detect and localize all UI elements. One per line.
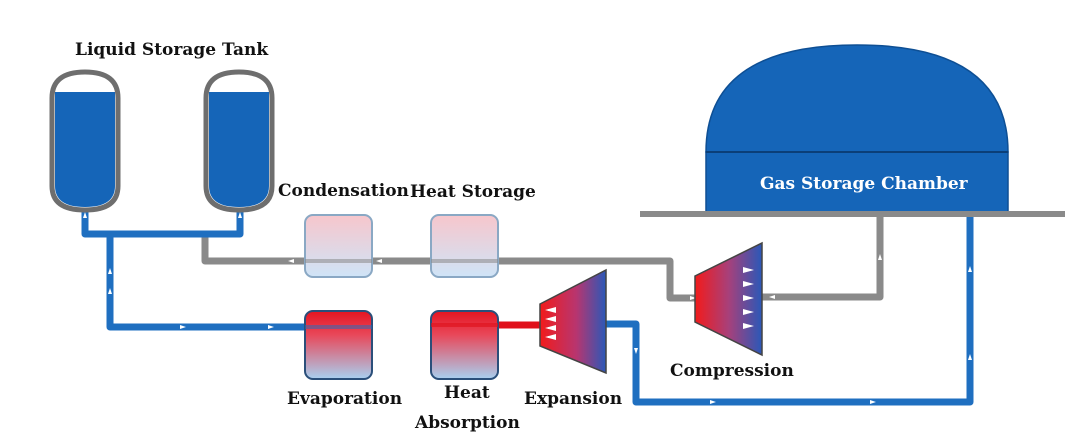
heat-absorption-label-line2: Absorption [415,413,520,433]
gray-pipes [201,215,884,302]
expansion-turbine [539,268,607,375]
heat-absorption-block [430,310,499,380]
condenser-block [304,214,373,278]
compression-label: Compression [670,361,794,381]
heat-absorption-label-line1: Heat [444,383,490,403]
blue-pipes [81,210,974,406]
condensation-label: Condensation [278,181,409,201]
evaporator-block [304,310,373,380]
gas-storage-chamber-label: Gas Storage Chamber [760,174,968,194]
liquid-storage-tank-left [49,69,121,213]
compressor [694,241,763,357]
heat-storage-block [430,214,499,278]
gas-storage-chamber [640,44,1065,217]
evaporation-label: Evaporation [287,389,403,409]
expansion-label: Expansion [524,389,623,409]
liquid-storage-tank-right [203,69,275,213]
liquid-storage-tank-label: Liquid Storage Tank [75,40,269,60]
heat-storage-label: Heat Storage [410,182,536,202]
flow-arrows [83,212,972,404]
